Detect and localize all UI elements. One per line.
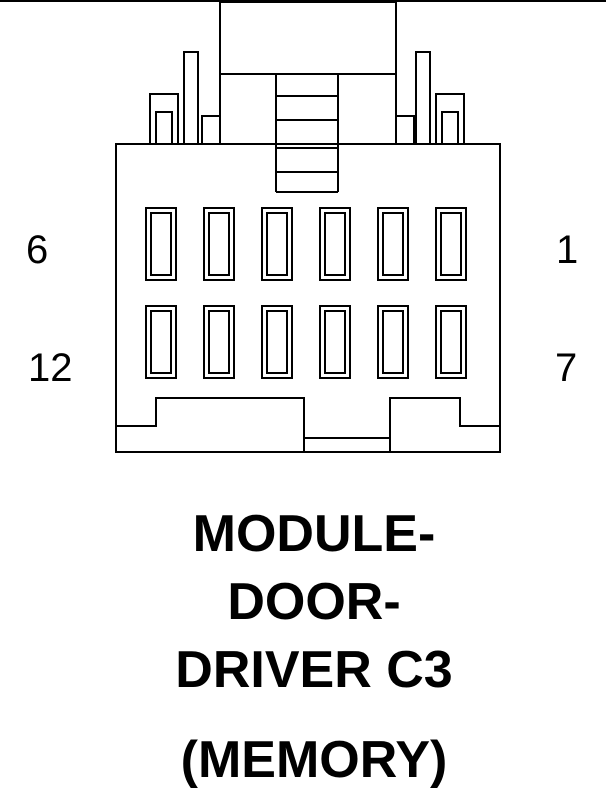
pin-cavity-12	[145, 305, 177, 379]
pin-cavity-inner-12	[150, 310, 172, 374]
pin-cavity-6	[145, 207, 177, 281]
connector-left-hook	[149, 93, 179, 144]
connector-body	[115, 143, 501, 453]
pin-cavity-7	[435, 305, 467, 379]
pin-cavity-inner-7	[440, 310, 462, 374]
pin-cavity-inner-1	[440, 212, 462, 276]
pin-cavity-inner-4	[266, 212, 288, 276]
title-line-2: DOOR-	[227, 573, 401, 631]
connector-right-hook	[435, 93, 465, 144]
pin-cavity-inner-9	[324, 310, 346, 374]
pin-label-1: 1	[556, 228, 579, 272]
pin-cavity-1	[435, 207, 467, 281]
pin-cavity-8	[377, 305, 409, 379]
connector-left-tab-outer	[183, 51, 199, 145]
pin-cavity-inner-6	[150, 212, 172, 276]
pin-cavity-inner-8	[382, 310, 404, 374]
connector-latch-neck	[219, 73, 397, 145]
pin-label-6: 6	[26, 228, 49, 272]
pin-label-7: 7	[555, 346, 578, 390]
pin-cavity-9	[319, 305, 351, 379]
connector-bottom-right-key	[389, 397, 500, 452]
connector-left-tab-inner	[201, 115, 221, 145]
title-line-1: MODULE-	[192, 505, 436, 563]
connector-right-tab-inner	[395, 115, 415, 145]
pin-cavity-inner-3	[324, 212, 346, 276]
pin-label-12: 12	[28, 346, 73, 390]
pin-cavity-3	[319, 207, 351, 281]
pin-cavity-4	[261, 207, 293, 281]
pin-cavity-inner-10	[266, 310, 288, 374]
pin-cavity-inner-2	[382, 212, 404, 276]
pin-cavity-11	[203, 305, 235, 379]
connector-bottom-left-key	[116, 397, 305, 452]
pin-cavity-2	[377, 207, 409, 281]
pin-cavity-inner-11	[208, 310, 230, 374]
title-subtitle: (MEMORY)	[180, 731, 448, 789]
connector-right-tab-outer	[415, 51, 431, 145]
pin-cavity-inner-5	[208, 212, 230, 276]
pin-cavity-5	[203, 207, 235, 281]
connector-title: MODULE- DOOR- DRIVER C3 (MEMORY)	[0, 500, 606, 794]
pin-cavity-10	[261, 305, 293, 379]
title-line-3: DRIVER C3	[175, 641, 453, 699]
connector-drawing	[115, 1, 501, 453]
connector-top-latch	[219, 1, 397, 75]
